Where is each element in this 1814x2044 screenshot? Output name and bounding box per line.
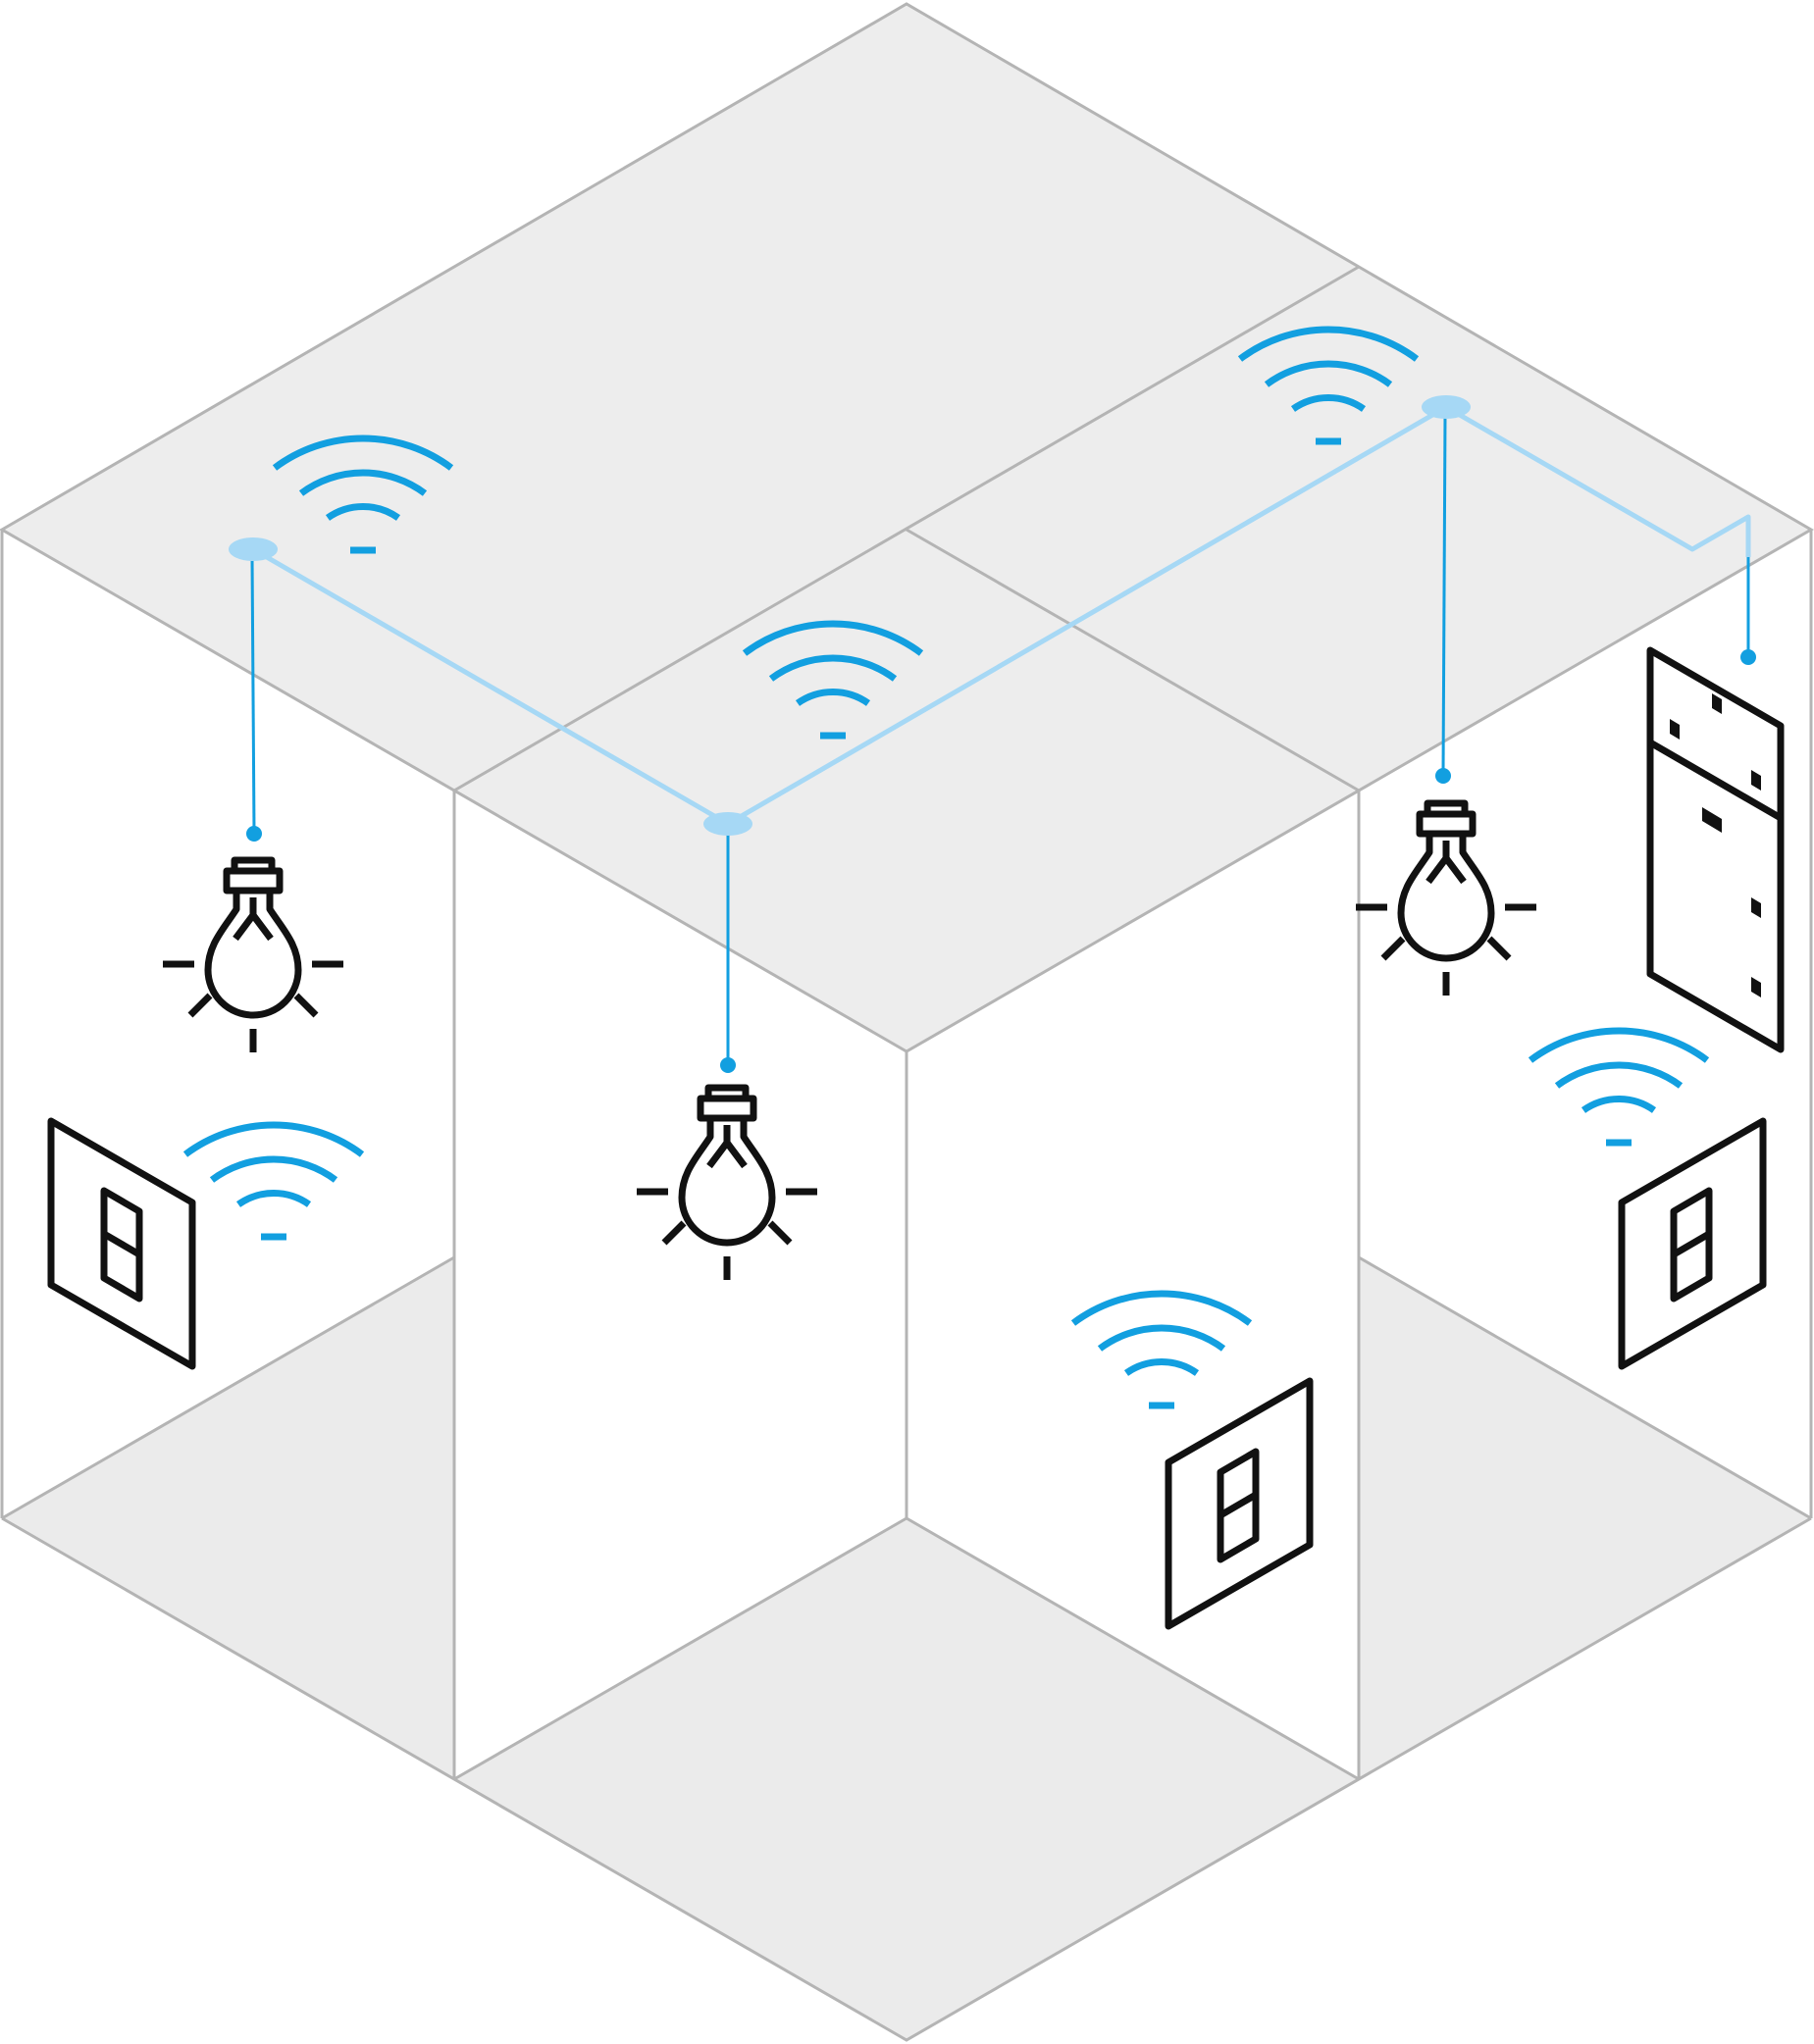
ceiling-left-room — [2, 4, 1359, 791]
floor-center-back-left — [453, 1516, 907, 1781]
floor-right — [1359, 1257, 1811, 1779]
ceiling-divider-2 — [906, 528, 1360, 792]
wall-center-left — [454, 791, 907, 1779]
walls — [2, 530, 1811, 1779]
ceiling-wiring — [251, 404, 1751, 827]
wall-switch-icon — [1165, 1377, 1314, 1630]
drop-right-bulb — [1441, 414, 1447, 776]
ceiling-junction-icon — [1422, 395, 1471, 419]
wall-switches — [47, 1117, 1767, 1630]
wire-left-to-center — [251, 546, 730, 827]
ceiling-junctions — [229, 395, 1471, 836]
drop-endpoint-right — [1435, 768, 1451, 784]
drop-endpoint-fridge — [1740, 649, 1756, 665]
wall-left-back — [2, 530, 454, 1518]
drop-endpoints — [246, 649, 1756, 1073]
wire-center-to-right — [726, 404, 1448, 827]
drop-endpoint-center — [720, 1057, 736, 1073]
wire-right-to-fridge — [1444, 404, 1751, 557]
floor-front-outline — [1, 1516, 1812, 2042]
wall-center-right — [907, 791, 1359, 1779]
drop-wires — [250, 414, 1750, 1064]
ceiling-junction-icon — [703, 812, 752, 836]
ceiling-divider-1 — [453, 265, 1360, 792]
wall-switch-icon — [47, 1117, 196, 1370]
drop-endpoint-left — [246, 826, 262, 842]
fridge-icon — [1646, 646, 1785, 1053]
floor-left-back — [1, 1255, 455, 1520]
floor-center-back-right — [906, 1516, 1360, 1781]
floor-right-back — [1358, 1255, 1812, 1520]
wall-right-back — [1359, 530, 1811, 1518]
floor-left — [2, 1257, 454, 1779]
wall-switch-icon — [1618, 1117, 1767, 1370]
ceiling-junction-icon — [229, 537, 278, 561]
drop-left-bulb — [250, 556, 256, 833]
